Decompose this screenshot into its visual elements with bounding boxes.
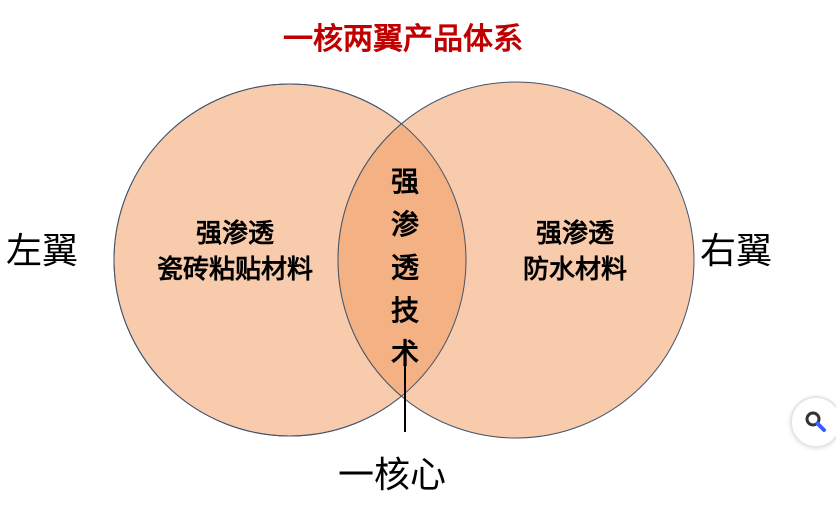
diagram-title: 一核两翼产品体系 <box>283 22 523 57</box>
right-text-line2: 防水材料 <box>522 255 627 285</box>
search-button[interactable] <box>790 396 836 448</box>
right-wing-label: 右翼 <box>700 231 773 272</box>
magnifier-icon <box>805 411 826 432</box>
core-label: 一核心 <box>338 455 447 496</box>
core-technology-text: 强渗透技术 <box>390 165 419 370</box>
left-circle-text: 强渗透 瓷砖粘贴材料 <box>130 216 340 288</box>
left-wing-label: 左翼 <box>6 231 79 272</box>
right-circle-text: 强渗透 防水材料 <box>480 216 670 288</box>
left-text-line2: 瓷砖粘贴材料 <box>156 255 313 285</box>
right-text-line1: 强渗透 <box>535 219 614 249</box>
overlap-region <box>337 84 466 436</box>
left-text-line1: 强渗透 <box>195 219 274 249</box>
